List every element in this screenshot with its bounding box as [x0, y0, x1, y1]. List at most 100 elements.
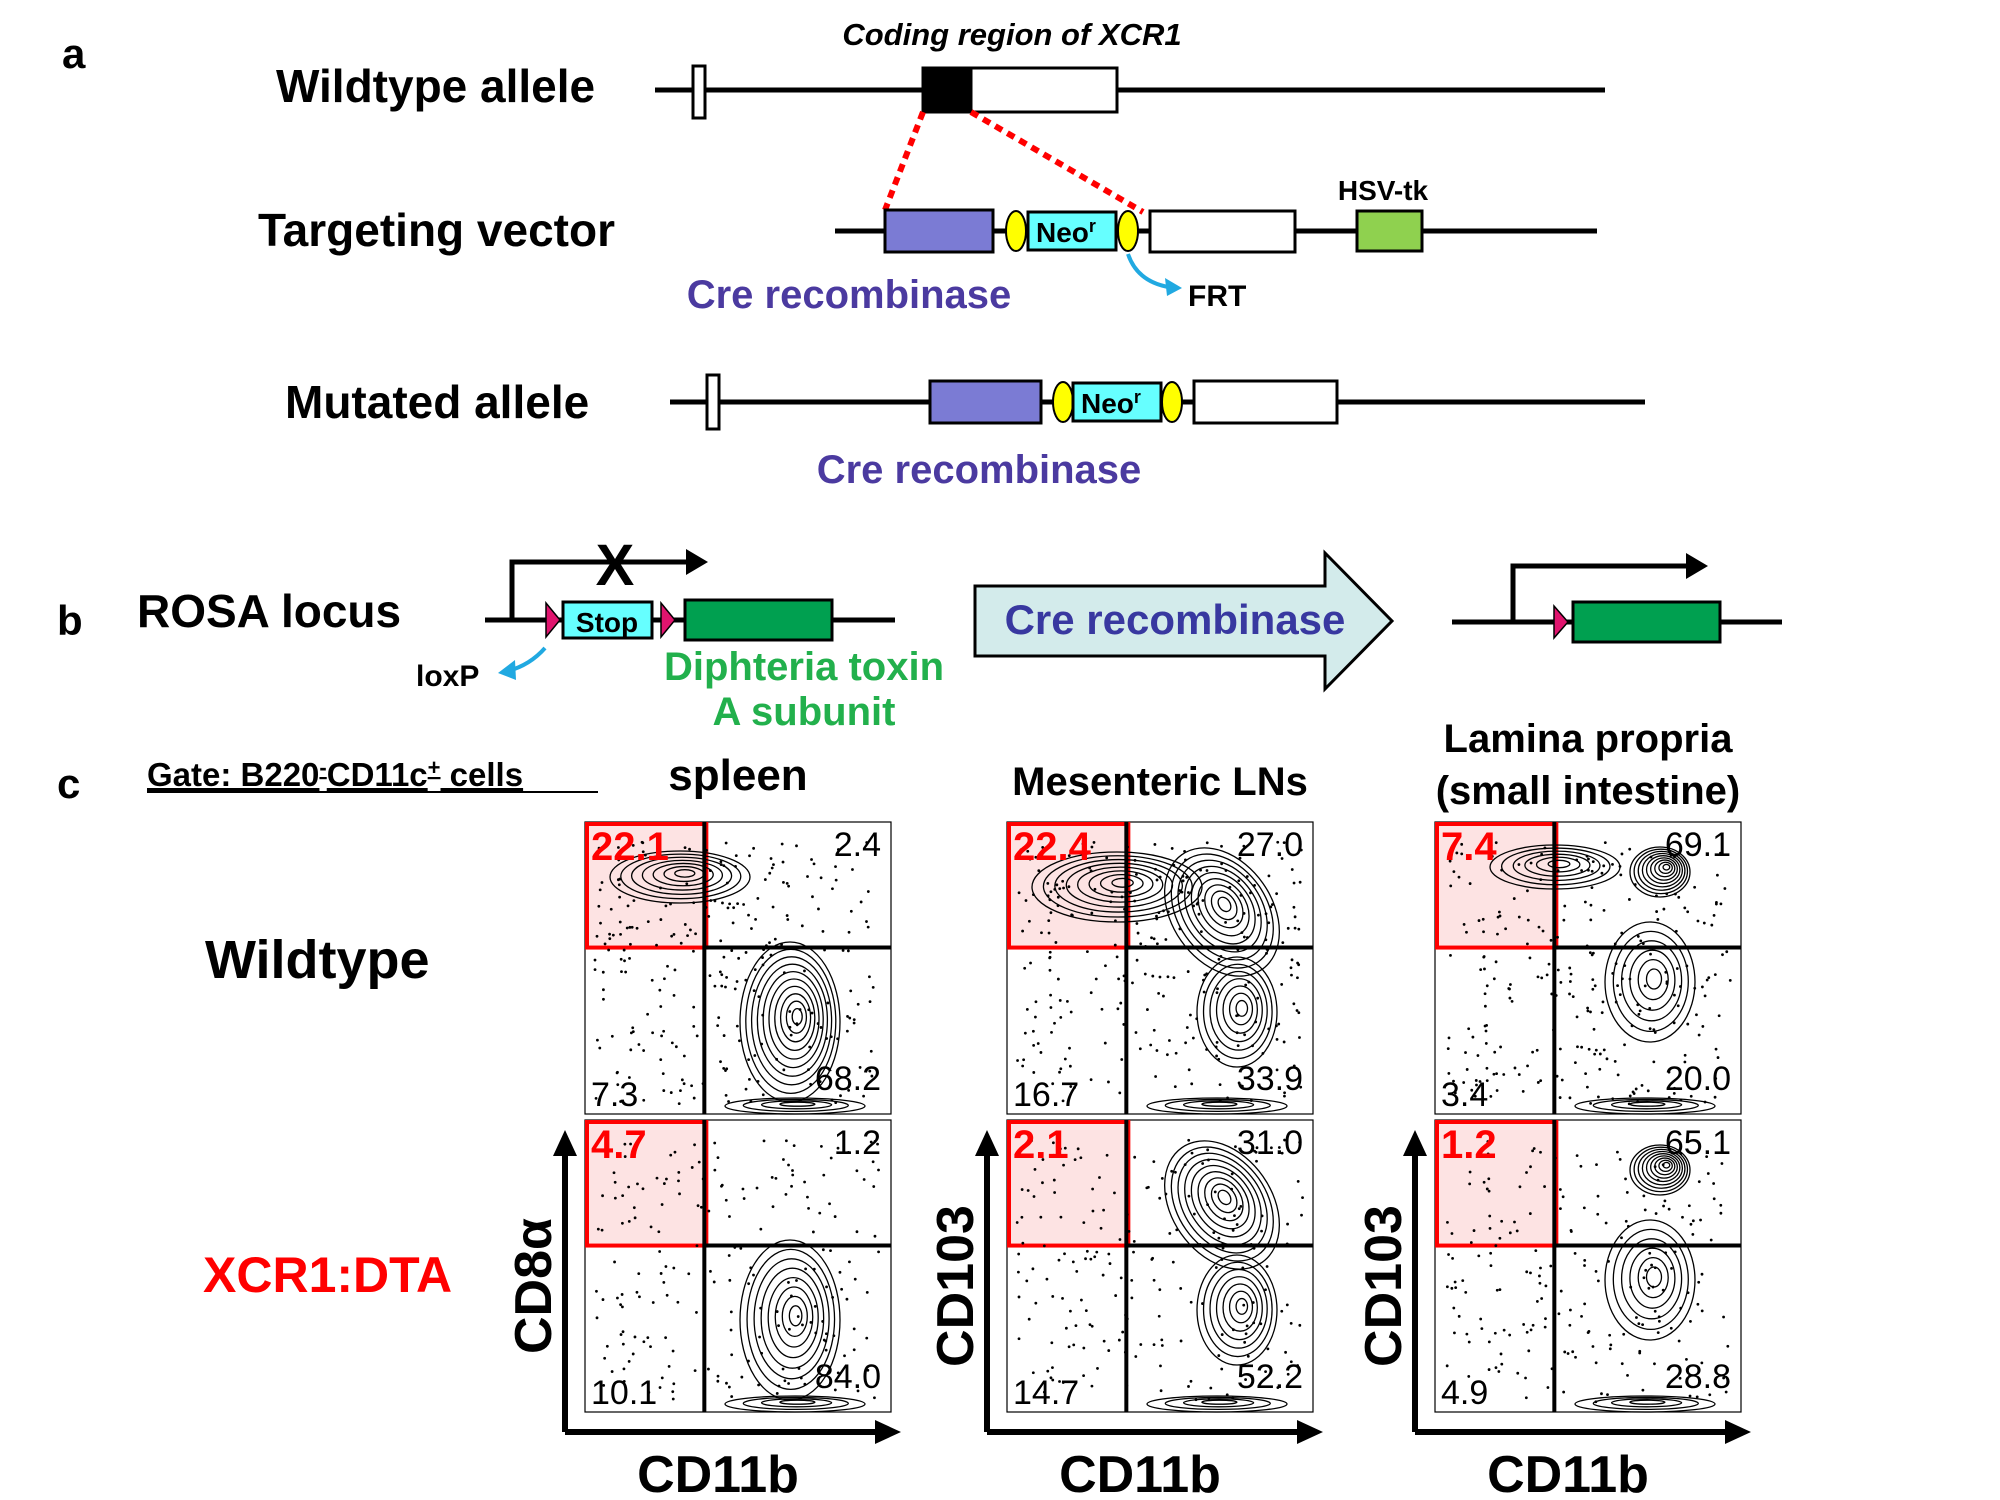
event-dot [1218, 1083, 1222, 1087]
loxp-label: loxP [416, 660, 479, 693]
event-dot [821, 929, 825, 933]
event-dot [810, 858, 813, 861]
frt-site-left [1005, 210, 1027, 252]
event-dot [1164, 938, 1168, 941]
event-dot [1600, 1011, 1604, 1015]
event-dot [1543, 1185, 1546, 1188]
event-dot [1639, 939, 1643, 943]
event-dot [1552, 1028, 1555, 1032]
event-dot [1591, 978, 1595, 982]
event-dot [716, 1156, 720, 1160]
event-dot [1571, 1350, 1575, 1354]
event-dot [869, 1140, 873, 1144]
event-dot [801, 1323, 804, 1327]
event-dot [1213, 1190, 1217, 1194]
event-dot [1529, 1271, 1532, 1275]
event-dot [1652, 1028, 1656, 1032]
event-dot [1292, 881, 1296, 885]
event-dot [1217, 1236, 1221, 1240]
event-dot [1145, 1186, 1149, 1190]
event-dot [1085, 950, 1089, 954]
contour-population [760, 1100, 833, 1110]
event-dot [603, 1356, 607, 1360]
event-dot [1549, 1264, 1553, 1268]
event-dot [1492, 977, 1496, 981]
event-dot [871, 985, 875, 989]
highlighted-gate [1007, 1120, 1131, 1248]
event-dot [1062, 886, 1065, 890]
event-dot [699, 1205, 703, 1209]
event-dot [1587, 857, 1590, 861]
event-dot [1584, 1072, 1588, 1076]
contour-population [1196, 1254, 1278, 1366]
quadrant-value-upper-left: 22.4 [1013, 825, 1092, 869]
event-dot [1596, 1194, 1600, 1198]
event-dot [1119, 1276, 1123, 1280]
event-dot [670, 1041, 674, 1045]
event-dot [627, 1076, 631, 1079]
event-dot [730, 949, 734, 953]
event-dot [1266, 1347, 1270, 1351]
event-dot [1081, 842, 1085, 846]
event-dot [847, 930, 851, 934]
x-axis-arrowhead [1297, 1420, 1323, 1444]
frt-site-mut-right [1161, 381, 1183, 423]
event-dot [804, 1267, 808, 1271]
event-dot [1082, 1221, 1086, 1225]
event-dot [1537, 925, 1541, 929]
event-dot [1638, 1351, 1642, 1355]
event-dot [1064, 1326, 1068, 1330]
panel-a-label: a [62, 30, 86, 77]
contour-population [724, 1097, 866, 1115]
event-dot [1487, 1340, 1491, 1344]
event-dot [1616, 984, 1619, 988]
event-dot [1221, 1246, 1225, 1250]
event-dot [1027, 1317, 1031, 1321]
event-dot [649, 1345, 652, 1349]
event-dot [865, 1336, 869, 1340]
quadrant-value-upper-right: 31.0 [1237, 1124, 1303, 1162]
event-dot [1041, 1158, 1045, 1161]
event-dot [1712, 1182, 1716, 1185]
event-dot [658, 1386, 662, 1389]
event-dot [866, 890, 870, 893]
event-dot [1190, 1151, 1194, 1155]
event-dot [1702, 921, 1706, 925]
event-dot [1126, 845, 1129, 849]
event-dot [633, 1216, 637, 1220]
event-dot [785, 914, 789, 917]
event-dot [621, 1194, 625, 1198]
event-dot [1569, 972, 1573, 976]
event-dot [655, 943, 658, 947]
event-dot [1152, 1028, 1156, 1032]
event-dot [1594, 1361, 1598, 1365]
event-dot [664, 904, 668, 908]
contour-population [1222, 985, 1258, 1034]
event-dot [692, 949, 695, 953]
contour-population [1512, 850, 1601, 882]
event-dot [701, 1082, 705, 1086]
event-dot [1235, 1223, 1239, 1226]
event-dot [847, 1088, 851, 1092]
event-dot [1628, 1094, 1632, 1098]
event-dot [692, 1024, 696, 1028]
event-dot [1254, 1150, 1258, 1154]
event-dot [877, 1250, 880, 1254]
event-dot [1045, 1277, 1049, 1281]
event-dot [1205, 841, 1209, 845]
event-dot [1546, 1386, 1550, 1389]
event-dot [1132, 1239, 1136, 1243]
event-dot [1677, 1339, 1681, 1343]
event-dot [1488, 1226, 1492, 1230]
event-dot [838, 1270, 842, 1274]
event-dot [740, 1375, 744, 1379]
neo-superscript-2: r [1134, 387, 1141, 407]
event-dot [1585, 944, 1589, 948]
event-dot [1090, 911, 1094, 915]
event-dot [1493, 1331, 1497, 1335]
event-dot [1114, 1294, 1118, 1297]
frt-label: FRT [1188, 280, 1246, 313]
event-dot [1494, 960, 1498, 964]
event-dot [719, 1060, 722, 1064]
event-dot [707, 914, 711, 918]
